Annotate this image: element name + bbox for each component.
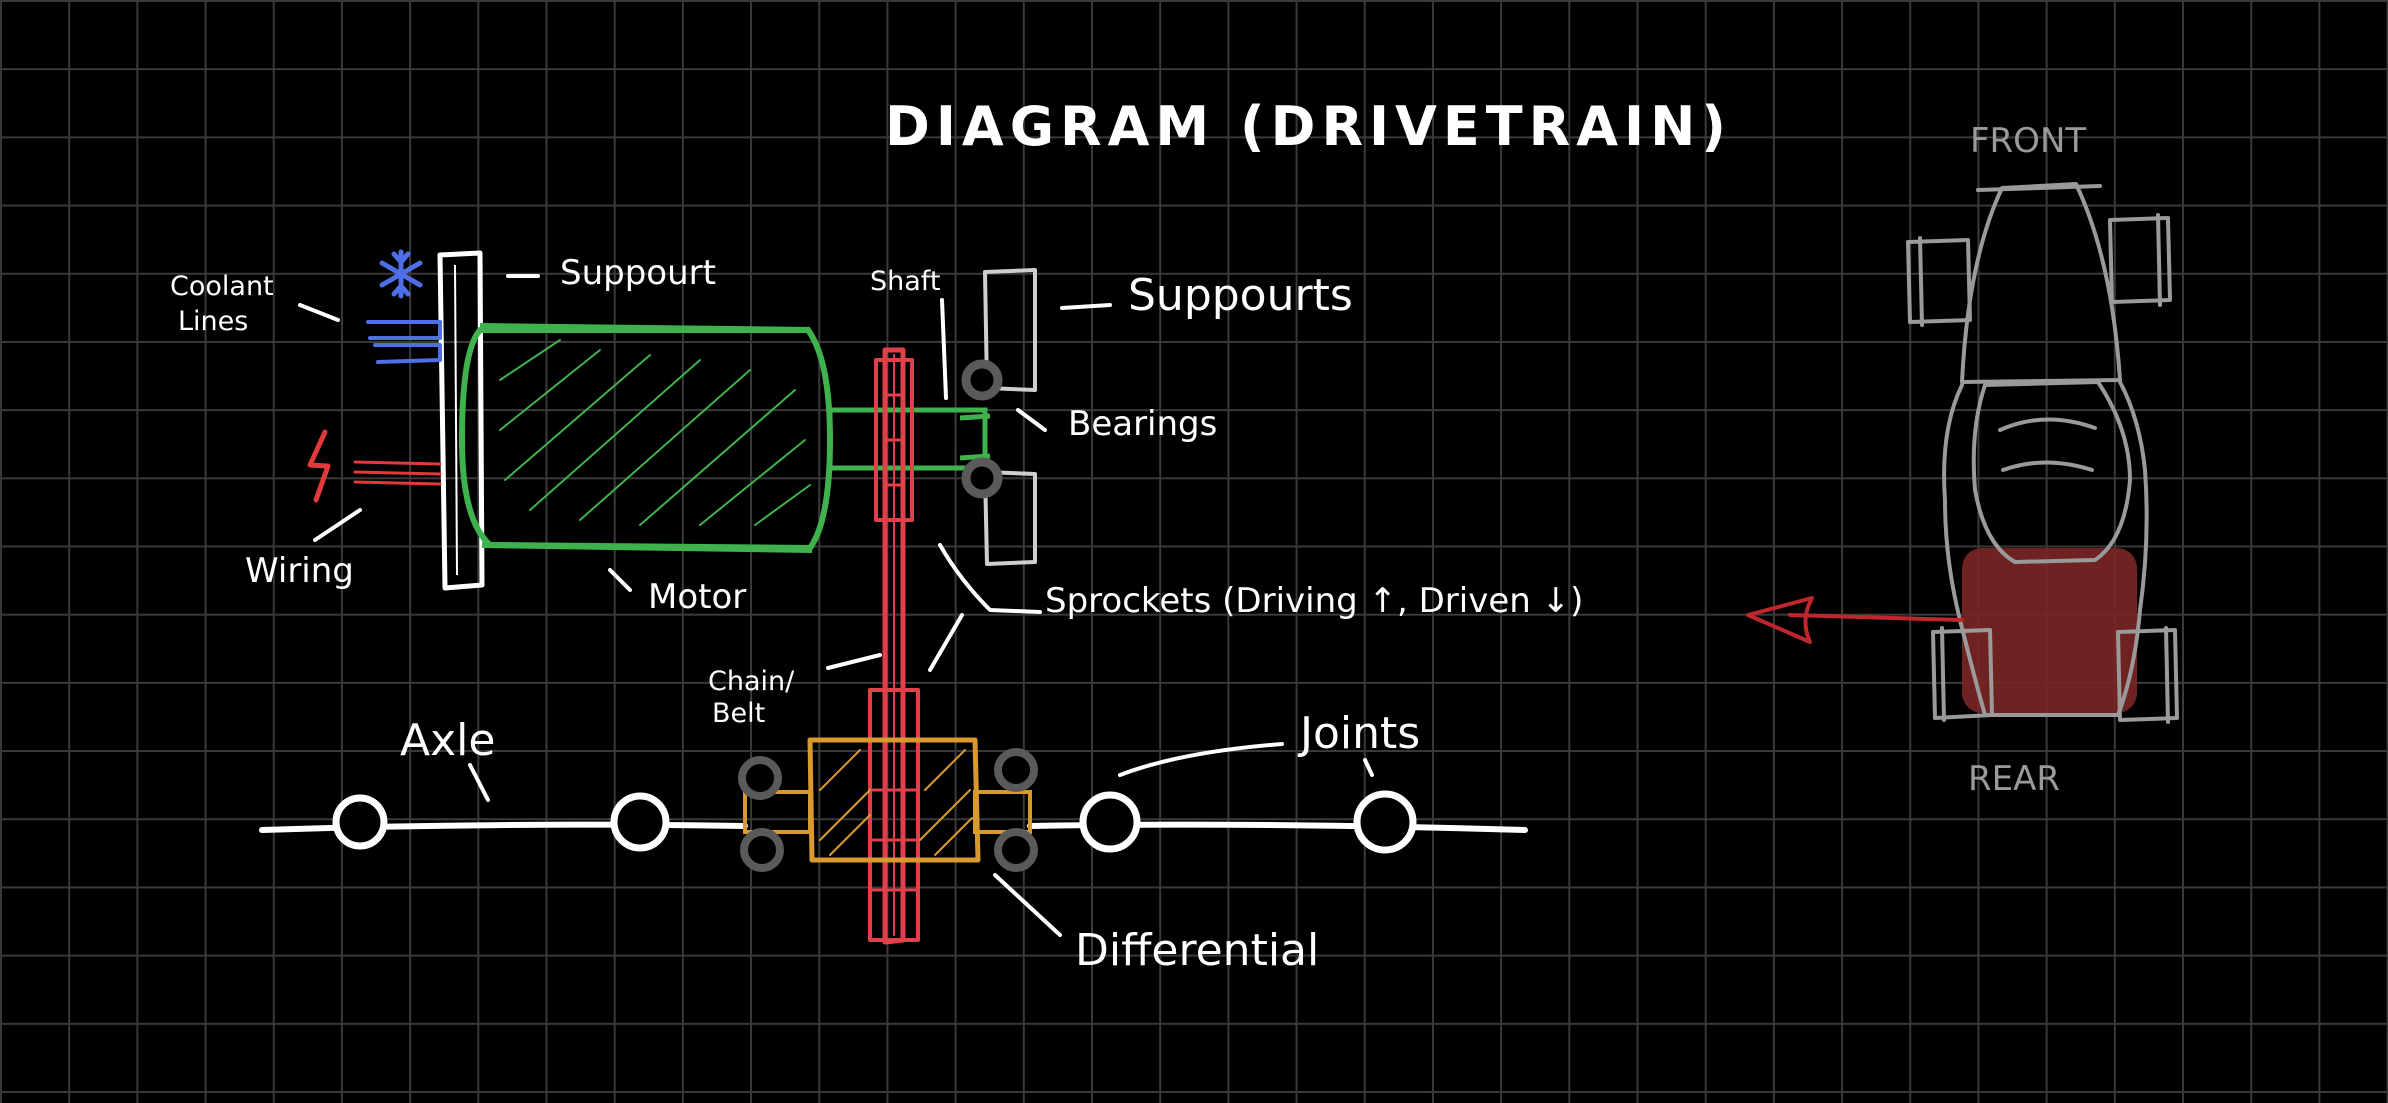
axle-label: Axle: [400, 715, 495, 766]
snowflake-icon: [379, 249, 423, 299]
supports-label: Suppourts: [1128, 270, 1353, 321]
sprockets-label: Sprockets (Driving ↑, Driven ↓): [1045, 581, 1583, 621]
wiring-label: Wiring: [245, 551, 354, 591]
differential-label: Differential: [1075, 925, 1319, 976]
motor-support: [437, 250, 485, 591]
right-supports: [983, 268, 1037, 566]
differential: [738, 737, 1038, 872]
diagram-title: DIAGRAM (DRIVETRAIN): [885, 95, 1732, 158]
sprocket-chain: [868, 347, 920, 945]
coolant-lines-label-2: Lines: [178, 306, 248, 337]
axle-joints: [332, 790, 1417, 854]
arrow-left-icon: [1746, 596, 1964, 644]
motor: [459, 323, 833, 553]
chain-belt-label-1: Chain/: [708, 666, 795, 697]
front-label: FRONT: [1970, 121, 2086, 161]
rear-label: REAR: [1968, 759, 2060, 799]
joints-label: Joints: [1297, 708, 1420, 759]
motor-shaft: [827, 407, 991, 471]
lightning-bolt-icon: [307, 429, 331, 503]
bearings: [961, 359, 1003, 499]
leader-lines: [298, 274, 1374, 937]
coolant-lines: [366, 320, 442, 364]
coolant-lines-label-1: Coolant: [170, 271, 274, 302]
support-label: Suppourt: [560, 253, 716, 293]
rear-highlight: [1962, 548, 2137, 713]
bearings-label: Bearings: [1068, 404, 1217, 444]
shaft-label: Shaft: [870, 266, 940, 297]
chain-belt-label-2: Belt: [712, 698, 765, 729]
wiring-lines: [353, 460, 442, 486]
vehicle-top-view: FRONT REAR: [1746, 121, 2179, 799]
motor-label: Motor: [648, 577, 746, 617]
